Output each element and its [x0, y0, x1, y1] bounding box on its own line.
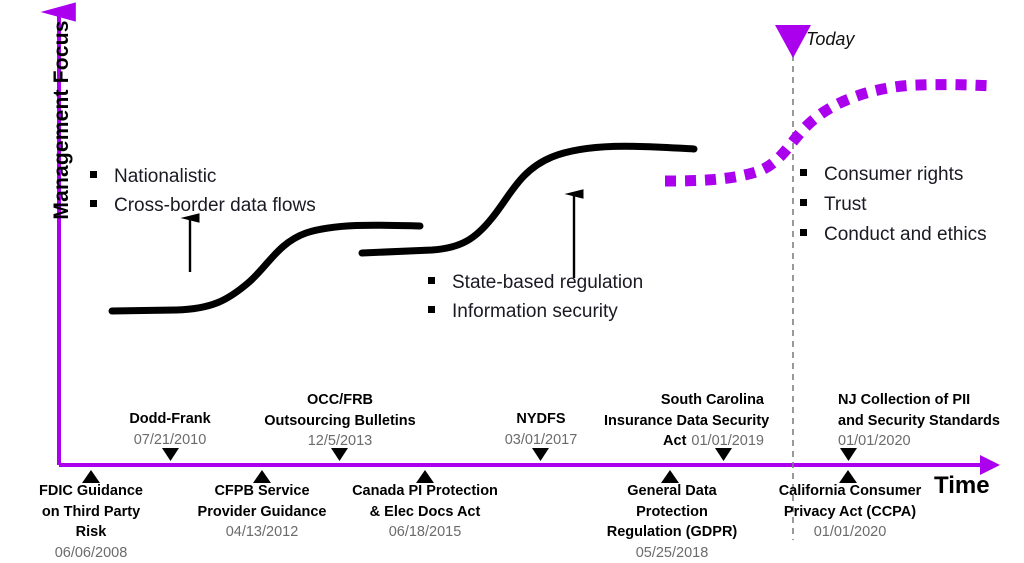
event-label-dodd-frank: Dodd-Frank 07/21/2010 — [129, 409, 210, 450]
event-label-gdpr: General Data Protection Regulation (GDPR… — [607, 481, 738, 563]
event-label-occ-frb: OCC/FRB Outsourcing Bulletins 12/5/2013 — [264, 390, 415, 452]
event-date: 01/01/2019 — [691, 433, 764, 449]
event-name: NYDFS — [516, 411, 566, 427]
event-name: South Carolina — [660, 392, 764, 408]
event-name: on Third Party — [41, 503, 141, 520]
bullet-square-icon — [428, 306, 435, 313]
future-curve-dashed — [664, 79, 996, 187]
event-tick-markers-below — [82, 470, 857, 483]
bullet-square-icon — [800, 229, 807, 236]
event-date: 06/06/2008 — [54, 544, 128, 561]
event-date: 01/01/2020 — [813, 524, 887, 540]
callout-consumer-rights: Consumer rights Trust Conduct and ethics — [800, 160, 987, 250]
callout-item-label: Conduct and ethics — [824, 224, 987, 245]
callout-item-label: Trust — [824, 194, 867, 215]
event-name: CFPB Service — [214, 483, 310, 499]
callout-nationalistic: Nationalistic Cross-border data flows — [90, 162, 316, 220]
event-date: 12/5/2013 — [307, 433, 373, 449]
event-name: Canada PI Protection — [352, 483, 498, 499]
event-name: General Data — [627, 483, 717, 499]
event-label-fdic-guidance: FDIC Guidance on Third Party Risk 06/06/… — [39, 481, 143, 563]
event-label-nj-collection: NJ Collection of PII and Security Standa… — [838, 390, 1000, 452]
callout-item-label: Information security — [452, 301, 618, 322]
callout-item: Trust — [800, 190, 987, 220]
event-label-south-carolina: South Carolina Insurance Data Security A… — [604, 390, 769, 452]
event-label-cfpb-service: CFPB Service Provider Guidance 04/13/201… — [198, 481, 327, 543]
callout-item: Conduct and ethics — [800, 220, 987, 250]
callout-item-label: Consumer rights — [824, 164, 964, 185]
event-name: Privacy Act (CCPA) — [783, 503, 917, 520]
event-name: Insurance Data Security — [604, 412, 770, 429]
event-name: Risk — [75, 524, 107, 540]
event-tick-markers-above — [162, 448, 857, 461]
event-name: Regulation (GDPR) — [606, 524, 738, 540]
curve-segment-2 — [358, 142, 698, 257]
callout-item: Cross-border data flows — [90, 191, 316, 220]
event-label-canada-pipeda: Canada PI Protection & Elec Docs Act 06/… — [352, 481, 498, 543]
event-name: and Security Standards — [838, 412, 1000, 429]
event-label-ccpa: California Consumer Privacy Act (CCPA) 0… — [779, 481, 922, 543]
bullet-square-icon — [90, 171, 97, 178]
event-date: 05/25/2018 — [635, 544, 709, 561]
callout-item-label: Cross-border data flows — [114, 195, 316, 216]
event-name: NJ Collection of PII — [838, 392, 971, 408]
today-marker-icon — [775, 25, 811, 58]
event-label-nydfs: NYDFS 03/01/2017 — [505, 409, 578, 450]
bullet-square-icon — [800, 169, 807, 176]
event-name: FDIC Guidance — [39, 483, 143, 499]
x-axis-title: Time — [934, 472, 990, 499]
event-date: 03/01/2017 — [504, 431, 578, 448]
curve-segment-1 — [108, 221, 424, 315]
event-name: Provider Guidance — [197, 503, 327, 520]
callout-item: Nationalistic — [90, 162, 316, 191]
event-name: Dodd-Frank — [129, 411, 211, 427]
event-name: & Elec Docs Act — [369, 503, 481, 520]
callout-item: State-based regulation — [428, 268, 643, 297]
today-label: Today — [806, 29, 855, 49]
event-date: 07/21/2010 — [133, 431, 207, 448]
callout-item: Information security — [428, 297, 643, 326]
y-axis-title: Management Focus — [50, 20, 73, 220]
callout-item-label: Nationalistic — [114, 166, 217, 187]
event-name: Outsourcing Bulletins — [264, 412, 416, 429]
event-name: OCC/FRB — [306, 392, 374, 408]
bullet-square-icon — [428, 277, 435, 284]
callout-state-based: State-based regulation Information secur… — [428, 268, 643, 326]
event-name: Protection — [636, 503, 708, 520]
event-name: California Consumer — [778, 483, 922, 499]
event-name: Act — [663, 433, 687, 449]
bullet-square-icon — [90, 200, 97, 207]
event-date: 06/18/2015 — [388, 524, 462, 540]
callout-item: Consumer rights — [800, 160, 987, 190]
event-date: 04/13/2012 — [225, 524, 299, 540]
bullet-square-icon — [800, 199, 807, 206]
callout-item-label: State-based regulation — [452, 272, 644, 293]
event-date: 01/01/2020 — [838, 433, 911, 449]
